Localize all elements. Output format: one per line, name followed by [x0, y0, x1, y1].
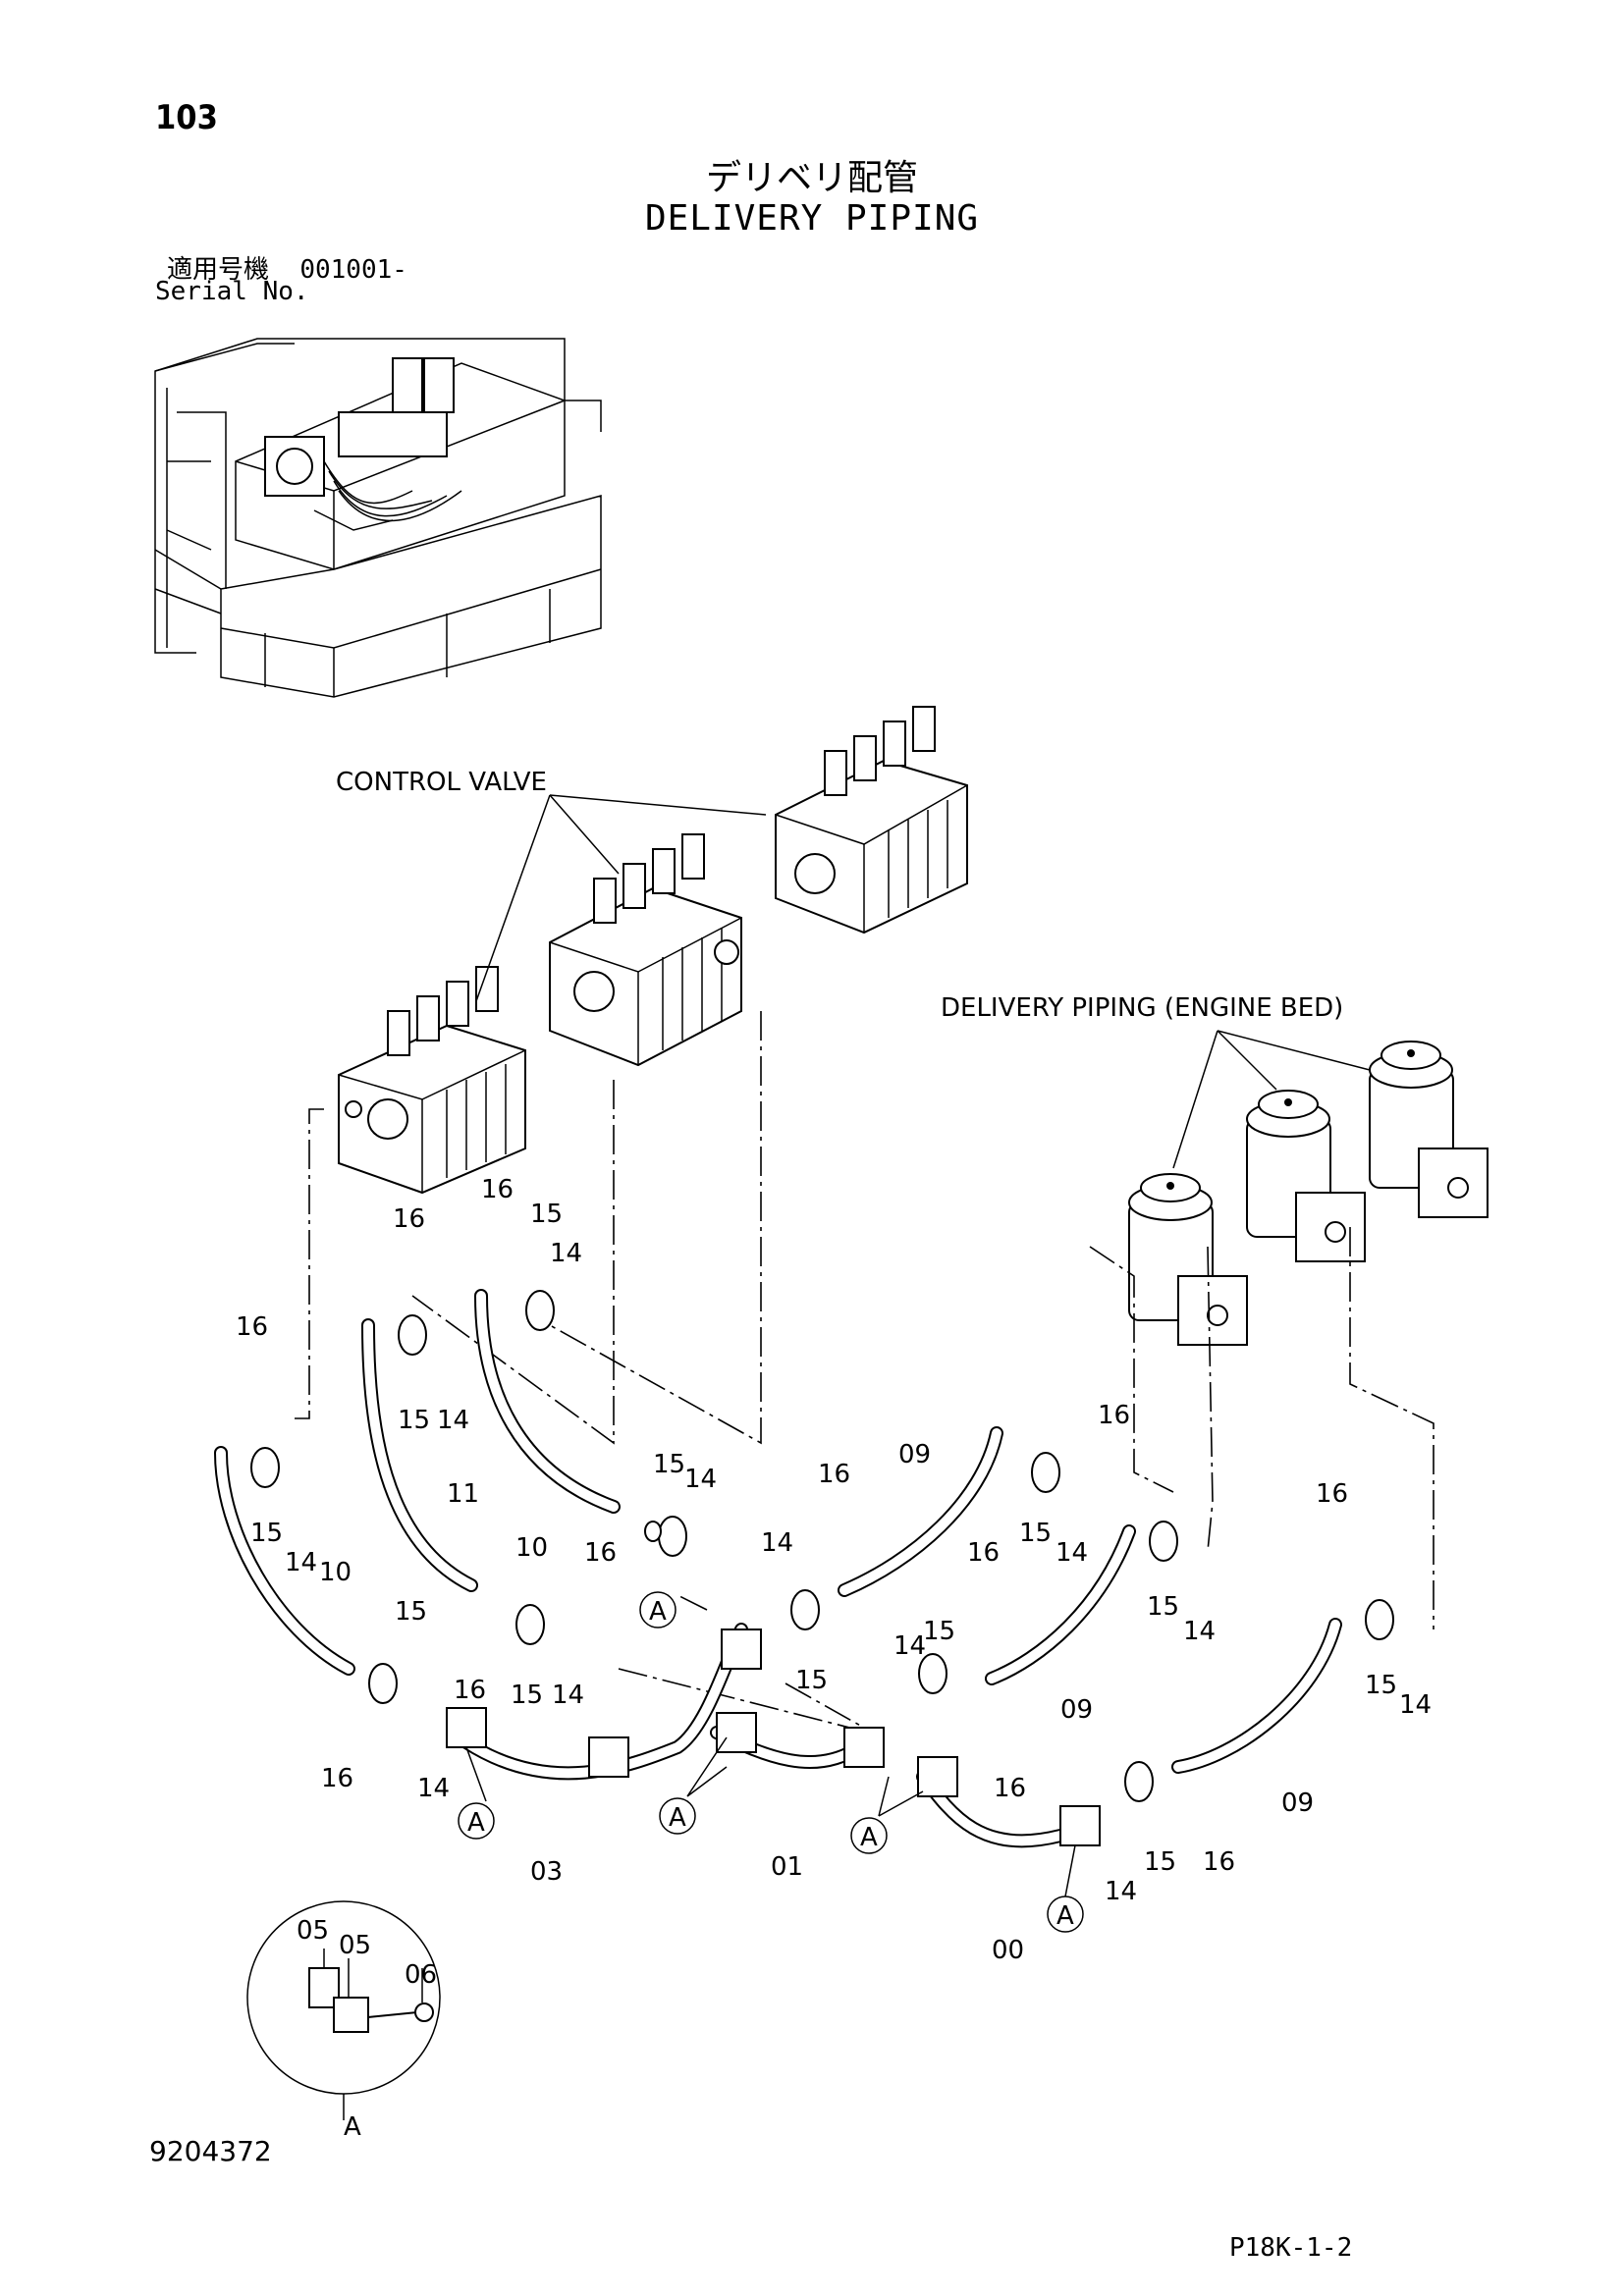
callout-16: 16 — [967, 1538, 1000, 1568]
callout-15: 15 — [1144, 1847, 1176, 1877]
control-valve-right — [775, 706, 968, 934]
serial-value: 001001- — [299, 255, 407, 285]
callout-14: 14 — [1399, 1690, 1432, 1720]
callout-14: 14 — [684, 1465, 717, 1494]
callout-15: 15 — [511, 1681, 543, 1710]
connection-centerlines — [295, 1011, 1435, 1734]
control-valve-middle — [549, 833, 742, 1067]
callout-15: 15 — [1365, 1671, 1397, 1700]
engine-bed-pump-1 — [1128, 1173, 1248, 1346]
callout-15: 15 — [923, 1617, 955, 1646]
callout-14: 14 — [552, 1681, 584, 1710]
engine-bed-leaders — [1172, 1030, 1371, 1169]
title-english: DELIVERY PIPING — [644, 198, 980, 239]
callout-01: 01 — [771, 1852, 803, 1882]
callout-09: 09 — [1060, 1695, 1093, 1725]
callout-16: 16 — [584, 1538, 617, 1568]
title-japanese: デリベリ配管 — [705, 158, 918, 198]
detail-a-label-4: A — [860, 1823, 878, 1852]
serial-label-jp: 適用号機 — [167, 255, 270, 285]
drawing-code: P18K-1-2 — [1229, 2233, 1353, 2263]
callout-10: 10 — [515, 1533, 548, 1563]
callout-15: 15 — [530, 1200, 563, 1229]
page-number: 103 — [155, 98, 218, 137]
part-callouts: 16 16 16 16 16 16 16 16 16 16 16 16 15 1… — [236, 1175, 1432, 1990]
callout-15: 15 — [1019, 1519, 1052, 1548]
pipes — [460, 1623, 1067, 1848]
engine-bed-pump-3 — [1369, 1041, 1489, 1218]
callout-11: 11 — [447, 1479, 479, 1509]
callout-03: 03 — [530, 1857, 563, 1887]
callout-14: 14 — [417, 1774, 450, 1803]
callout-15: 15 — [653, 1450, 685, 1479]
detail-a-label-6: A — [344, 2112, 361, 2142]
callout-05: 05 — [297, 1916, 329, 1946]
callout-16: 16 — [1316, 1479, 1348, 1509]
callout-00: 00 — [992, 1936, 1024, 1965]
callout-16: 16 — [994, 1774, 1026, 1803]
callout-16: 16 — [454, 1676, 486, 1705]
document-number: 9204372 — [149, 2135, 272, 2167]
detail-a-circle — [246, 1900, 441, 2120]
callout-16: 16 — [393, 1204, 425, 1234]
callout-16: 16 — [321, 1764, 353, 1793]
callout-09: 09 — [1281, 1789, 1314, 1818]
callout-15: 15 — [795, 1666, 828, 1695]
detail-a-markers — [458, 1591, 1084, 1933]
callout-15: 15 — [395, 1597, 427, 1627]
callout-09: 09 — [898, 1440, 931, 1469]
hoses — [214, 1289, 1342, 1774]
serial-label-en: Serial No. — [155, 277, 309, 306]
control-valve-left — [338, 966, 526, 1195]
control-valve-label: CONTROL VALVE — [336, 768, 547, 797]
callout-15: 15 — [250, 1519, 283, 1548]
engine-bed-label: DELIVERY PIPING (ENGINE BED) — [941, 993, 1343, 1023]
callout-05: 05 — [339, 1931, 371, 1960]
detail-a-label-3: A — [669, 1803, 686, 1833]
callout-16: 16 — [1098, 1401, 1130, 1430]
machine-overview-illustration — [154, 338, 602, 698]
callout-14: 14 — [1105, 1877, 1137, 1906]
callout-10: 10 — [319, 1558, 352, 1587]
callout-16: 16 — [236, 1312, 268, 1342]
callout-14: 14 — [550, 1239, 582, 1268]
flanges — [250, 1290, 1394, 1802]
engine-bed-pump-2 — [1246, 1090, 1366, 1262]
callout-14: 14 — [761, 1528, 793, 1558]
detail-a-label-1: A — [649, 1597, 667, 1627]
callout-16: 16 — [481, 1175, 514, 1204]
callout-14: 14 — [893, 1631, 926, 1661]
callout-16: 16 — [1203, 1847, 1235, 1877]
callout-16: 16 — [818, 1460, 850, 1489]
callout-14: 14 — [437, 1406, 469, 1435]
detail-a-label-5: A — [1056, 1901, 1074, 1931]
callout-15: 15 — [398, 1406, 430, 1435]
clamps — [446, 1629, 1101, 1846]
callout-15: 15 — [1147, 1592, 1179, 1622]
callout-14: 14 — [1056, 1538, 1088, 1568]
detail-a-label-2: A — [467, 1808, 485, 1838]
callout-06: 06 — [405, 1960, 437, 1990]
control-valve-leaders — [475, 794, 767, 1002]
callout-14: 14 — [285, 1548, 317, 1577]
serial-range: 適用号機 001001- — [167, 249, 407, 286]
callout-14: 14 — [1183, 1617, 1216, 1646]
